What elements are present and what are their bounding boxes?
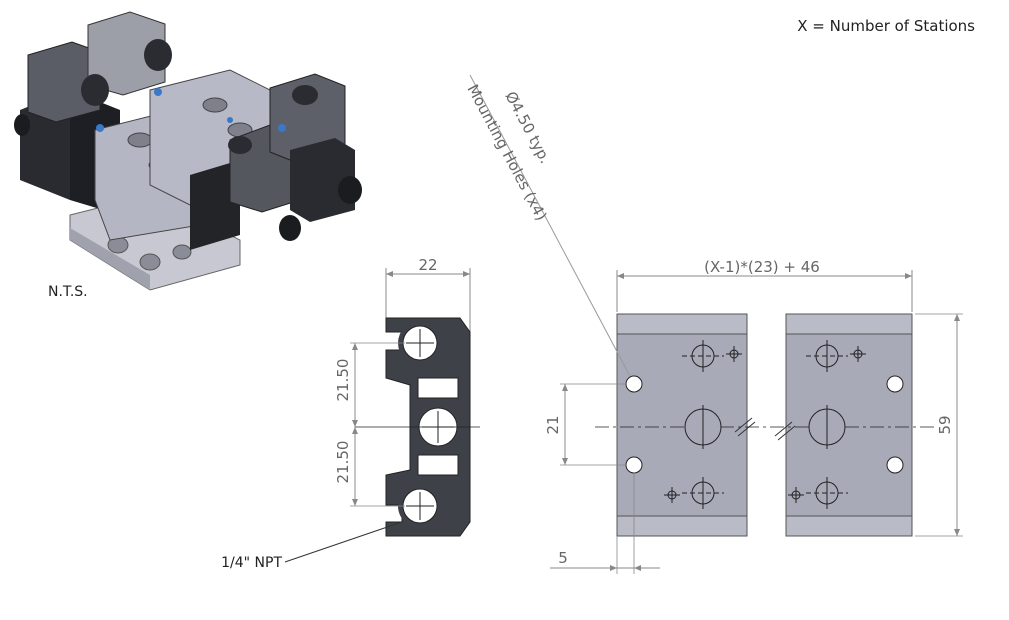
scale-note: N.T.S. (48, 284, 88, 300)
manifold-height-dimension: 59 (936, 415, 954, 434)
side-width-dimension: 22 (418, 256, 437, 274)
manifold-3d-render (14, 11, 362, 291)
port-size-label: 1/4" NPT (221, 555, 282, 571)
side-view: 22 21.50 21.50 1/4" NPT (221, 256, 480, 571)
upper-pitch-dimension: 21.50 (334, 359, 352, 402)
stations-note: X = Number of Stations (797, 17, 975, 35)
manifold-length-dimension: (X-1)*(23) + 46 (704, 258, 820, 276)
lower-pitch-dimension: 21.50 (334, 441, 352, 484)
top-view: (X-1)*(23) + 46 (463, 74, 963, 574)
edge-offset-dimension: 5 (558, 549, 568, 567)
hole-spacing-dimension: 21 (544, 415, 562, 434)
